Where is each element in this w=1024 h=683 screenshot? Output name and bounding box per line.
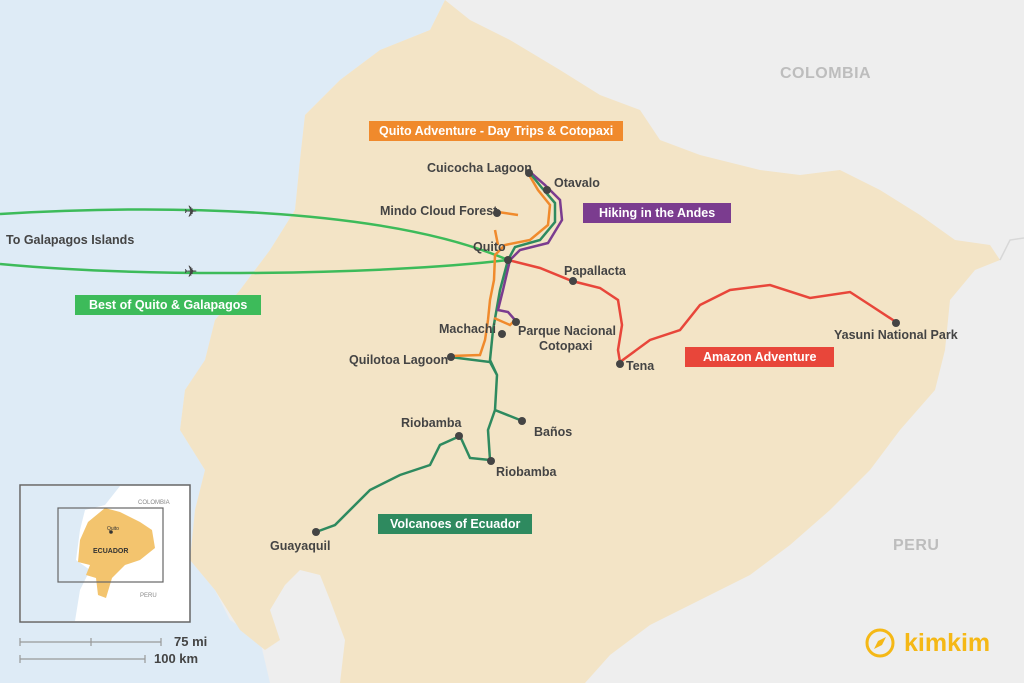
country-label-colombia: COLOMBIA xyxy=(780,65,871,82)
marker-tena[interactable] xyxy=(616,360,624,368)
route-label-hiking-andes[interactable]: Hiking in the Andes xyxy=(583,203,732,223)
inset-label-peru: PERU xyxy=(140,593,157,599)
marker-cuicocha[interactable] xyxy=(525,169,533,177)
inset-label-colombia: COLOMBIA xyxy=(138,500,170,506)
place-label-quito: Quito xyxy=(473,240,506,254)
place-label-papallacta: Papallacta xyxy=(564,264,627,278)
route-quito-adventure xyxy=(449,172,552,358)
route-overlap-teal xyxy=(506,171,557,261)
route-label-volcanoes-of-ecuador[interactable]: Volcanoes of Ecuador xyxy=(378,514,533,534)
marker-riobamba-north[interactable] xyxy=(455,432,463,440)
place-label-banos: Baños xyxy=(534,425,572,439)
inset-map: Quito ECUADOR COLOMBIA PERU xyxy=(19,484,191,623)
route-amazon-adventure xyxy=(507,258,897,365)
scale-bar xyxy=(19,638,162,663)
place-label-otavalo: Otavalo xyxy=(554,176,600,190)
route-hiking-in-the-andes xyxy=(496,171,564,321)
border-line xyxy=(999,237,1024,261)
place-label-quilotoa: Quilotoa Lagoon xyxy=(349,353,448,367)
marker-banos[interactable] xyxy=(518,417,526,425)
route-volcanoes-of-ecuador xyxy=(315,259,521,534)
logo-text: kimkim xyxy=(904,628,991,657)
place-label-galapagos: To Galapagos Islands xyxy=(6,233,134,247)
marker-quilotoa[interactable] xyxy=(447,353,455,361)
country-label-peru: PERU xyxy=(893,537,939,554)
kimkim-logo: kimkim xyxy=(864,627,990,659)
place-label-mindo: Mindo Cloud Forest xyxy=(380,204,498,218)
route-label-quito-adventure[interactable]: Quito Adventure - Day Trips & Cotopaxi xyxy=(369,121,624,141)
marker-quito[interactable] xyxy=(504,256,512,264)
marker-papallacta[interactable] xyxy=(569,277,577,285)
route-best-of-quito-galapagos xyxy=(0,208,509,275)
place-label-cotopaxi: Parque Nacional xyxy=(518,324,616,338)
place-label-machachi: Machachi xyxy=(439,322,496,336)
scale-label-miles: 75 mi xyxy=(174,634,208,649)
place-label-tena: Tena xyxy=(626,359,655,373)
place-label-cotopaxi-2: Cotopaxi xyxy=(539,339,592,353)
route-label-amazon-adventure[interactable]: Amazon Adventure xyxy=(685,347,835,367)
ecuador-land xyxy=(180,0,1000,683)
route-label-best-of-quito-galapagos[interactable]: Best of Quito & Galapagos xyxy=(75,295,262,315)
place-label-riobamba-south: Riobamba xyxy=(496,465,557,479)
marker-cotopaxi[interactable] xyxy=(512,318,520,326)
marker-guayaquil[interactable] xyxy=(312,528,320,536)
scale-label-km: 100 km xyxy=(154,651,199,666)
place-label-cuicocha: Cuicocha Lagoon xyxy=(427,161,532,175)
inset-label-ecuador: ECUADOR xyxy=(93,548,128,555)
place-label-guayaquil: Guayaquil xyxy=(270,539,330,553)
inset-label-quito: Quito xyxy=(107,526,119,532)
compass-icon xyxy=(865,628,895,658)
place-label-riobamba-north: Riobamba xyxy=(401,416,462,430)
marker-riobamba-south[interactable] xyxy=(487,457,495,465)
airplane-icon: ✈ xyxy=(184,204,197,221)
marker-yasuni[interactable] xyxy=(892,319,900,327)
airplane-icon: ✈ xyxy=(184,264,197,281)
marker-machachi[interactable] xyxy=(498,330,506,338)
place-markers xyxy=(312,169,900,536)
marker-otavalo[interactable] xyxy=(543,186,551,194)
marker-mindo[interactable] xyxy=(493,209,501,217)
place-label-yasuni: Yasuni National Park xyxy=(834,328,958,342)
